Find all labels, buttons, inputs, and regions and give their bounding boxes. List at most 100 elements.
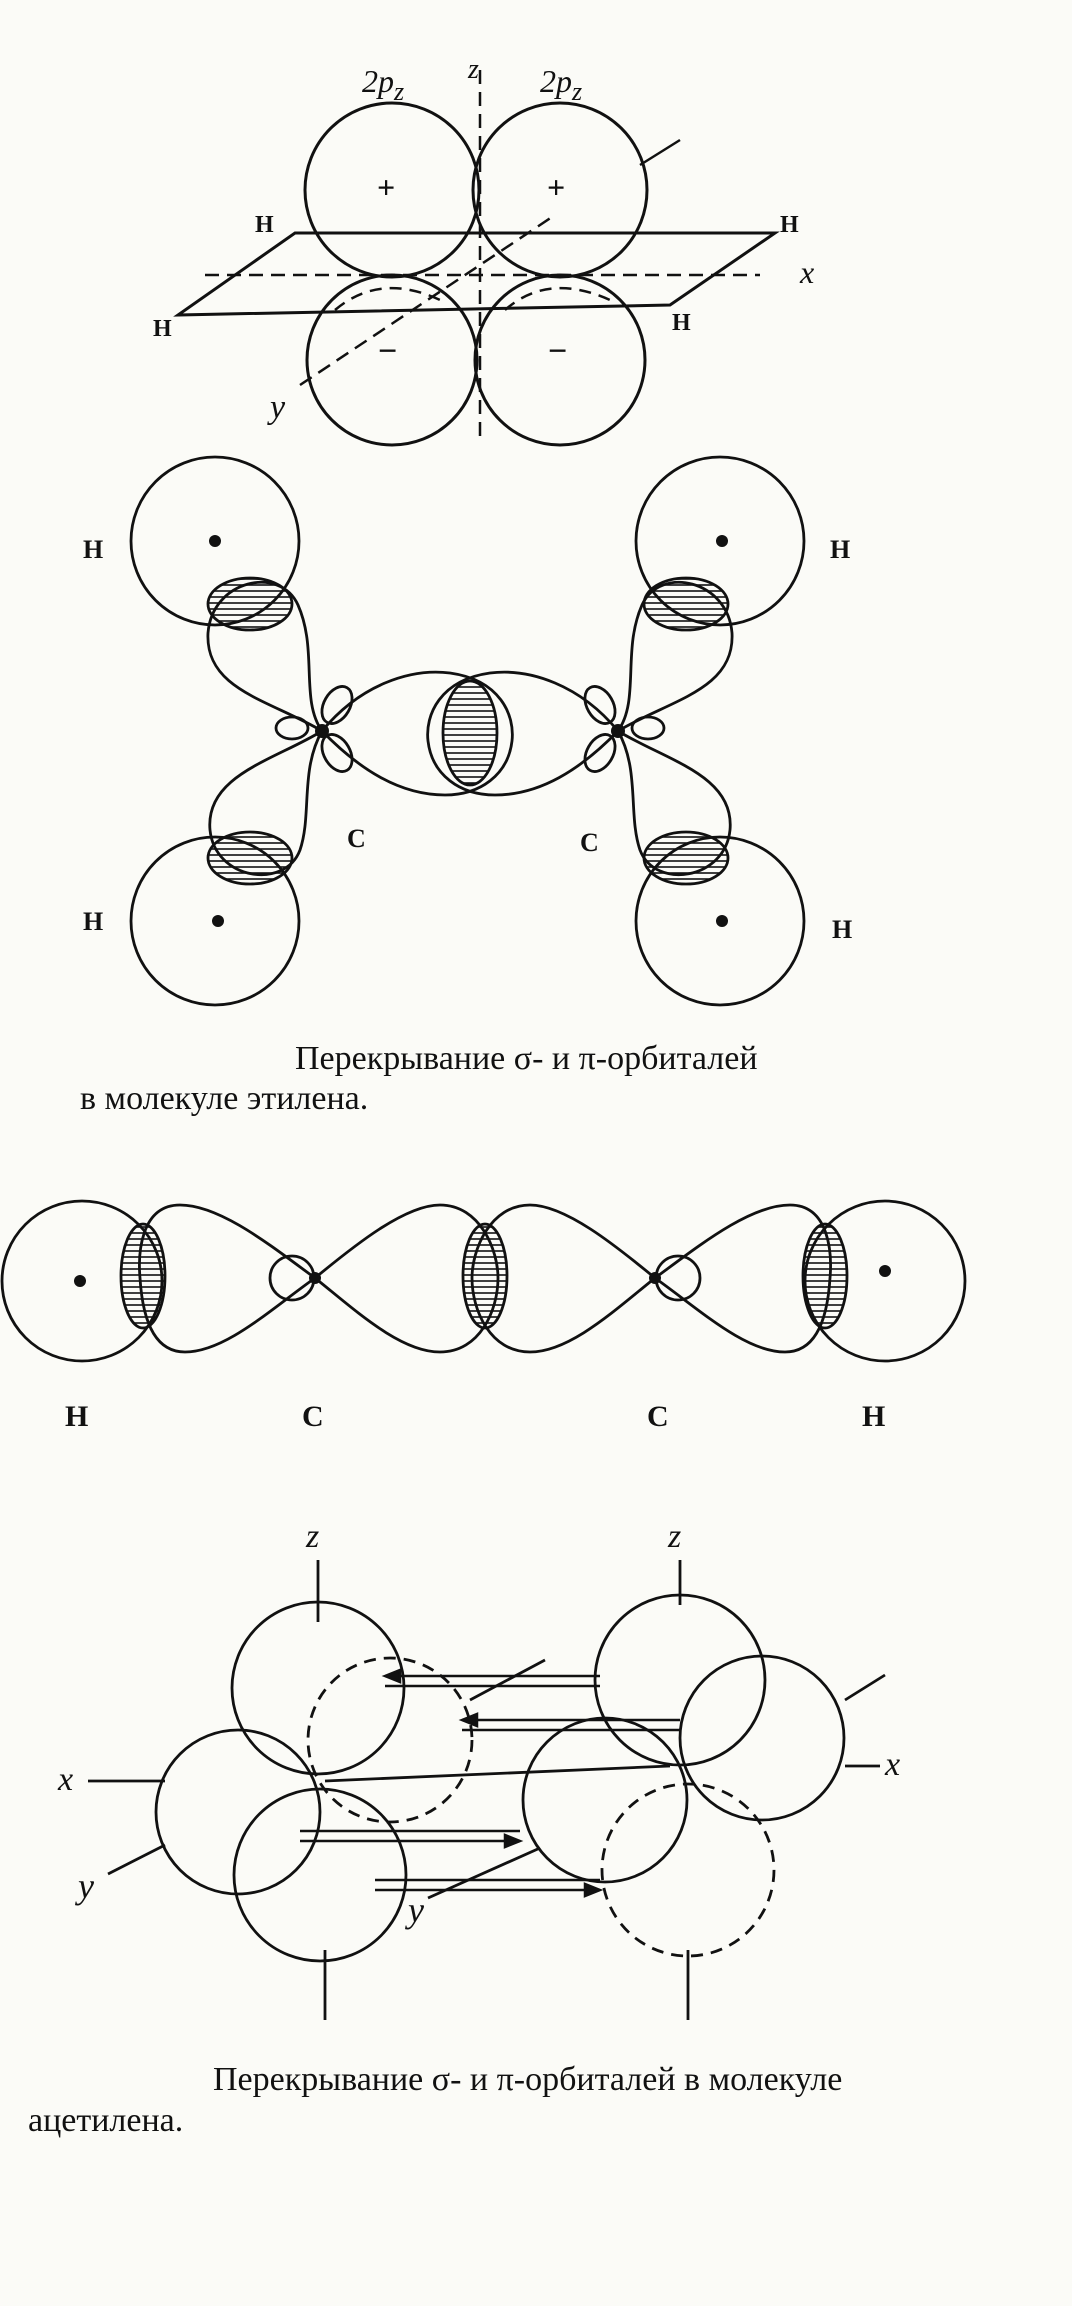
upper-lobe-left (303, 101, 481, 279)
overlap-hatch-bottom-right (642, 830, 730, 886)
p-lobe-left-front (154, 1728, 322, 1896)
hydrogen-label-sigma-bottom-right: H (832, 915, 852, 944)
leader-line (639, 138, 681, 167)
leader-top-mid (469, 1658, 546, 1702)
h-orbital-bottom-right (634, 835, 806, 1007)
y-axis-line (299, 213, 556, 387)
acetylene-pi-labels: z z x x y y (57, 1518, 900, 1930)
arrowhead-8 (583, 1882, 604, 1898)
hidden-arc-right (504, 286, 611, 311)
atom-label-c-right: C (647, 1400, 669, 1433)
h-nucleus-left (74, 1275, 86, 1287)
back-lobe-right-side (630, 715, 666, 741)
axis-label-x-right: x (884, 1746, 900, 1783)
x-axis-mid (324, 1764, 671, 1783)
molecular-plane (173, 231, 780, 317)
overlap-arrows (300, 1668, 680, 1898)
c-nucleus-2 (649, 1272, 661, 1284)
hidden-arc-left (334, 286, 441, 311)
p-lobe-left-upper (230, 1600, 406, 1776)
atom-label-h-left: H (65, 1400, 88, 1433)
ethylene-sigma-dots (209, 535, 728, 927)
hydrogen-label-bottom-right: H (672, 310, 691, 336)
plus-sign-right: + (547, 169, 565, 205)
p-lobe-left-lower (232, 1787, 408, 1963)
overlap-hatch-carbon-carbon (441, 679, 499, 787)
ethylene-pi-diagram (173, 70, 780, 447)
carbon-label-left: C (347, 824, 366, 853)
h-nucleus-right (879, 1265, 891, 1277)
h-nucleus-top-right (716, 535, 728, 547)
axis-label-x-left: x (57, 1761, 73, 1798)
h-orbital-bottom-left (129, 835, 301, 1007)
arrowhead-1 (381, 1668, 402, 1684)
h-nucleus-bottom-right (716, 915, 728, 927)
c-nucleus-right (611, 724, 625, 738)
c-h-lobe-top-right (616, 580, 734, 733)
c-c-lobe-right (426, 670, 620, 797)
axis-label-y-mid: y (405, 1890, 424, 1930)
hydrogen-label-sigma-bottom-left: H (83, 907, 103, 936)
ethylene-sigma-labels: H H H H C C (83, 535, 852, 944)
overlap-hatch-top-right (642, 576, 730, 632)
minus-sign-left: − (378, 333, 397, 370)
atom-label-h-right: H (862, 1400, 885, 1433)
c-h-lobe-bottom-right (614, 726, 732, 876)
h-nucleus-top-left (209, 535, 221, 547)
overlap-hatch-top-left (206, 576, 294, 632)
acetylene-pi-diagram (88, 1560, 886, 2020)
acetylene-sigma-dots (74, 1265, 891, 1287)
leader-right (844, 1673, 886, 1702)
hydrogen-label-sigma-top-left: H (83, 535, 103, 564)
hydrogen-label-sigma-top-right: H (830, 535, 850, 564)
overlap-hatch-h-c-left (119, 1222, 167, 1330)
c-nucleus-1 (309, 1272, 321, 1284)
y-axis-left (107, 1843, 166, 1876)
back-lobe-right-upper (583, 685, 617, 725)
c-c-lobe-left (320, 670, 514, 797)
back-lobe-right-lower (583, 733, 617, 773)
p-lobe-right-front (521, 1716, 689, 1884)
c-h-lobe-bottom-left (208, 726, 326, 876)
carbon-label-right: C (580, 828, 599, 857)
lower-lobe-left (305, 273, 479, 447)
ethylene-pi-labels: 2pz 2pz z x y + + − − H H H H (153, 54, 814, 426)
axis-label-z-right: z (667, 1518, 681, 1555)
caption-ethylene-line1: Перекрывание σ- и π-орбиталей (295, 1040, 758, 1077)
axis-label-z-left: z (305, 1518, 319, 1555)
axis-label-x-top: x (799, 254, 814, 290)
axis-label-z-top: z (467, 54, 479, 85)
p-lobe-right-back (678, 1654, 846, 1822)
c-h-lobe-top-left (206, 580, 324, 733)
orbital-label-left: 2pz (362, 63, 404, 106)
p-lobe-left-back (306, 1656, 474, 1824)
lower-lobe-right (473, 273, 647, 447)
overlap-hatch-c-c (461, 1222, 509, 1330)
h-nucleus-bottom-left (212, 915, 224, 927)
plus-sign-left: + (377, 169, 395, 205)
arrowhead-6 (503, 1833, 524, 1849)
acetylene-sigma-labels: H C C H (65, 1400, 885, 1433)
h-orbital-top-right (634, 455, 806, 627)
overlap-hatch-h-c-right (801, 1222, 849, 1330)
c-nucleus-left (315, 724, 329, 738)
upper-lobe-right (471, 101, 649, 279)
axis-label-y-left: y (75, 1866, 94, 1906)
caption-acetylene-line2: ацетилена. (28, 2102, 184, 2139)
back-lobe-left-upper (320, 685, 354, 725)
p-lobe-right-lower (600, 1782, 776, 1958)
h-orbital-top-left (129, 455, 301, 627)
back-lobe-left-side (274, 715, 310, 741)
hydrogen-label-top-right: H (780, 212, 799, 238)
caption-acetylene-line1: Перекрывание σ- и π-орбиталей в молекуле (213, 2061, 843, 2098)
caption-ethylene-line2: в молекуле этилена. (80, 1080, 369, 1117)
ethylene-sigma-diagram (129, 455, 806, 1007)
arrowhead-3 (458, 1712, 479, 1728)
axis-label-y-top: y (267, 389, 286, 426)
minus-sign-right: − (548, 333, 567, 370)
overlap-hatch-bottom-left (206, 830, 294, 886)
acetylene-sigma-diagram (0, 1199, 967, 1363)
orbital-label-right: 2pz (540, 63, 582, 106)
hydrogen-label-bottom-left: H (153, 316, 172, 342)
